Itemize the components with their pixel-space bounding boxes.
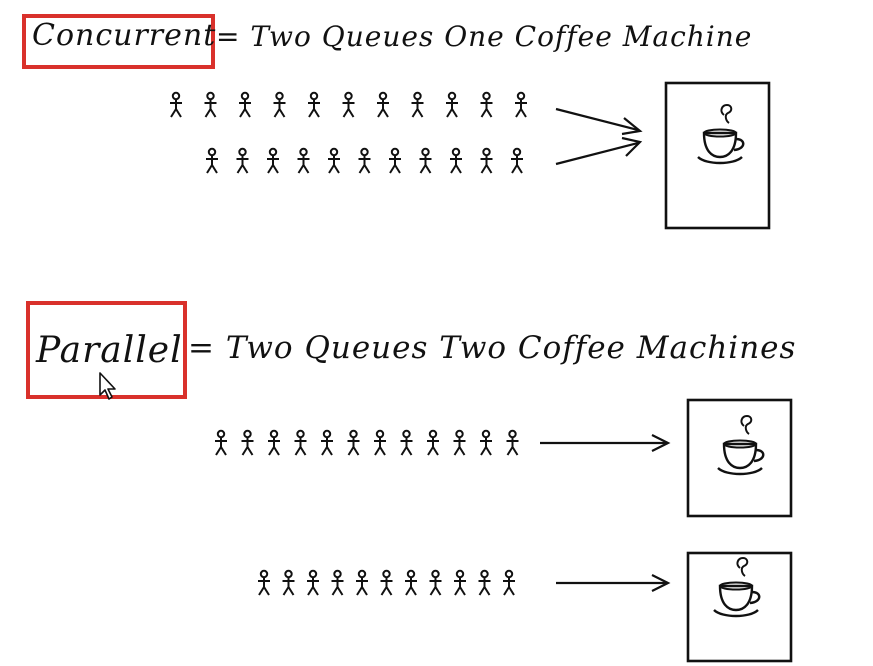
stick-figure-icon	[426, 429, 440, 456]
stick-figure-icon	[379, 569, 394, 596]
stick-figure-icon	[281, 569, 296, 596]
stick-figure-icon	[453, 569, 467, 596]
parallel-queue-1	[214, 429, 520, 456]
concurrent-queue-2	[205, 147, 524, 174]
coffee-machine	[686, 551, 793, 663]
stick-figure-icon	[330, 569, 345, 596]
stick-figure-icon	[479, 147, 494, 174]
stick-figure-icon	[214, 429, 228, 456]
stick-figure-icon	[272, 91, 287, 118]
stick-figure-icon	[445, 91, 459, 118]
stick-figure-icon	[327, 147, 341, 174]
stick-figure-icon	[266, 147, 280, 174]
stick-figure-icon	[257, 569, 271, 596]
coffee-machine	[664, 81, 771, 230]
stick-figure-icon	[418, 147, 433, 174]
arrow-icon	[555, 136, 643, 166]
stick-figure-icon	[341, 91, 356, 118]
stick-figure-icon	[357, 147, 372, 174]
stick-figure-icon	[449, 147, 463, 174]
stick-figure-icon	[479, 429, 493, 456]
parallel-highlight-box	[26, 301, 187, 399]
stick-figure-icon	[479, 91, 494, 118]
concurrent-definition: = Two Queues One Coffee Machine	[216, 20, 753, 53]
stick-figure-icon	[428, 569, 443, 596]
stick-figure-icon	[267, 429, 281, 456]
concurrent-highlight-box	[22, 14, 215, 69]
arrow-icon	[540, 434, 671, 452]
stick-figure-icon	[388, 147, 402, 174]
stick-figure-icon	[477, 569, 492, 596]
stick-figure-icon	[205, 147, 219, 174]
concurrent-queue-1	[169, 91, 528, 118]
arrow-icon	[555, 107, 643, 136]
coffee-machine	[686, 398, 793, 518]
stick-figure-icon	[502, 569, 516, 596]
stick-figure-icon	[346, 429, 361, 456]
parallel-definition: = Two Queues Two Coffee Machines	[188, 330, 797, 366]
parallel-term: Parallel	[36, 330, 183, 371]
stick-figure-icon	[238, 91, 252, 118]
stick-figure-icon	[452, 429, 467, 456]
stick-figure-icon	[514, 91, 528, 118]
stick-figure-icon	[235, 147, 250, 174]
stick-figure-icon	[505, 429, 520, 456]
stick-figure-icon	[355, 569, 369, 596]
stick-figure-icon	[410, 91, 425, 118]
arrow-icon	[556, 574, 671, 592]
stick-figure-icon	[320, 429, 334, 456]
mouse-pointer-icon	[99, 372, 116, 400]
stick-figure-icon	[293, 429, 308, 456]
stick-figure-icon	[399, 429, 414, 456]
stick-figure-icon	[404, 569, 418, 596]
stick-figure-icon	[240, 429, 255, 456]
stick-figure-icon	[306, 569, 320, 596]
stick-figure-icon	[373, 429, 387, 456]
parallel-queue-2	[257, 569, 516, 596]
stick-figure-icon	[510, 147, 524, 174]
stick-figure-icon	[203, 91, 218, 118]
stick-figure-icon	[307, 91, 321, 118]
concurrent-term: Concurrent	[32, 18, 217, 53]
stick-figure-icon	[376, 91, 390, 118]
stick-figure-icon	[169, 91, 183, 118]
stick-figure-icon	[296, 147, 311, 174]
